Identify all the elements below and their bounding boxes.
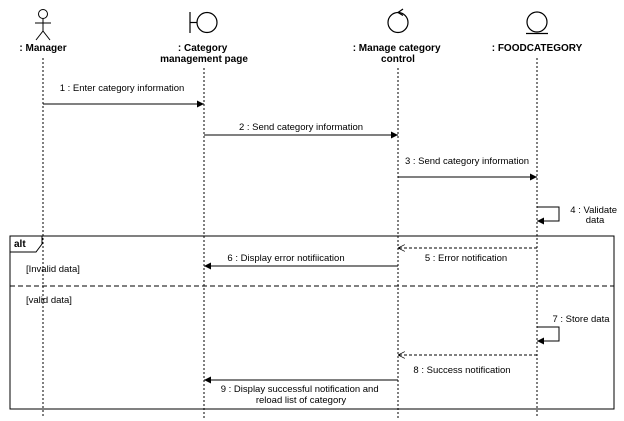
message-label-line: data (586, 215, 605, 226)
message-label: 7 : Store data (552, 314, 610, 325)
message-label-line: 9 : Display successful notification and (221, 384, 379, 395)
lifeline-foodcategory-name: : FOODCATEGORY (492, 43, 583, 54)
message-label-line: 5 : Error notification (425, 253, 507, 264)
actor-icon (35, 9, 51, 41)
lifeline-name-line: : FOODCATEGORY (492, 43, 583, 54)
message-label-line: 3 : Send category information (405, 156, 529, 167)
message-label: 2 : Send category information (239, 122, 363, 133)
message-label: 3 : Send category information (405, 156, 529, 167)
lifeline-name-line: management page (160, 54, 248, 65)
lifeline-control-name: : Manage category control (353, 43, 444, 65)
lifeline-manager: : Manager (19, 9, 67, 418)
message-9: 9 : Display successful notification and … (204, 376, 398, 406)
message-arrow (537, 326, 560, 345)
lifeline-foodcategory: : FOODCATEGORY (492, 11, 583, 418)
lifeline-category-page-name: : Category management page (160, 43, 248, 65)
message-7: 7 : Store data (537, 314, 610, 345)
message-3: 3 : Send category information (398, 156, 537, 181)
message-2: 2 : Send category information (204, 122, 398, 139)
message-label-line: 2 : Send category information (239, 122, 363, 133)
message-label-line: 7 : Store data (552, 314, 610, 325)
message-label: 8 : Success notification (413, 365, 510, 376)
boundary-icon (189, 11, 218, 34)
message-label-line: 1 : Enter category information (60, 83, 185, 94)
alt-operator-label: alt (14, 239, 26, 250)
guard-valid-data: [valid data] (26, 295, 72, 306)
message-label-line: 8 : Success notification (413, 365, 510, 376)
message-4: 4 : Validate data (537, 205, 619, 226)
message-label-line: 6 : Display error notifiication (227, 253, 344, 264)
message-6: 6 : Display error notifiication (204, 253, 398, 270)
message-label: 9 : Display successful notification and … (221, 384, 382, 406)
lifeline-name-line: : Category (178, 43, 228, 54)
lifeline-category-page: : Category management page (160, 11, 248, 418)
lifeline-manager-name: : Manager (19, 43, 66, 54)
lifeline-name-line: : Manager (19, 43, 66, 54)
message-label-line: reload list of category (256, 395, 347, 406)
lifeline-name-line: control (381, 54, 415, 65)
lifeline-control: : Manage category control (353, 8, 444, 418)
alt-operator-tab (10, 235, 43, 253)
guard-invalid-data: [Invalid data] (26, 264, 80, 275)
message-arrow (537, 206, 560, 225)
message-8: 8 : Success notification (398, 355, 537, 376)
message-label-line: 4 : Validate (570, 205, 617, 216)
lifeline-name-line: : Manage category (353, 43, 441, 54)
entity-icon (526, 11, 548, 35)
message-1: 1 : Enter category information (43, 83, 204, 108)
message-label: 4 : Validate data (570, 205, 619, 226)
alt-frame (9, 235, 615, 410)
alt-fragment: alt [Invalid data] [valid data] (9, 235, 615, 410)
message-label: 6 : Display error notifiication (227, 253, 344, 264)
message-label: 1 : Enter category information (60, 83, 185, 94)
control-icon (387, 8, 409, 34)
message-5: 5 : Error notification (398, 248, 537, 264)
message-label: 5 : Error notification (425, 253, 507, 264)
